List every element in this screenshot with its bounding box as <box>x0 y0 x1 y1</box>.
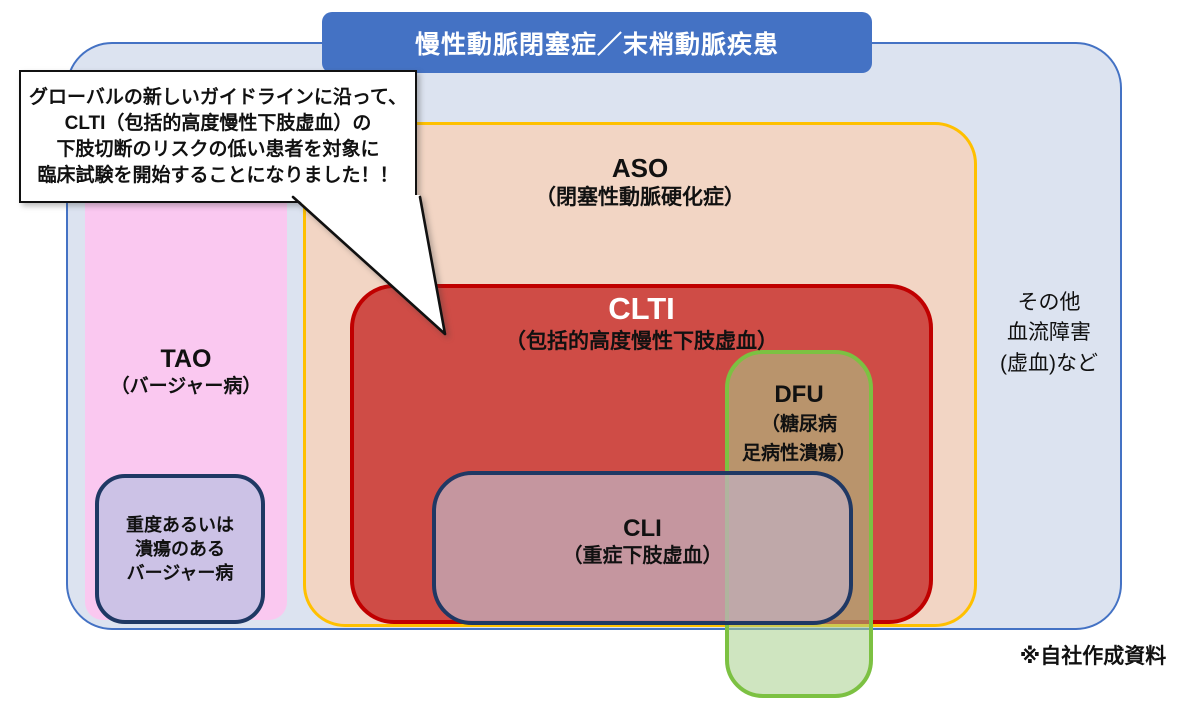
bubble-line2: CLTI（包括的高度慢性下肢虚血）の <box>64 112 372 134</box>
cli-label: CLI （重症下肢虚血） <box>432 514 853 569</box>
clti-name: CLTI <box>608 291 675 326</box>
speech-bubble-tail <box>291 195 447 336</box>
aso-subtitle: （閉塞性動脈硬化症） <box>535 185 745 209</box>
cli-name: CLI <box>623 515 662 542</box>
severe-buerger-line1: 重度あるいは <box>126 515 234 535</box>
other-line1: その他 <box>1017 291 1081 314</box>
tao-name: TAO <box>160 345 212 373</box>
dfu-label: DFU （糖尿病 足病性潰瘍） <box>720 380 878 469</box>
aso-label: ASO （閉塞性動脈硬化症） <box>400 152 880 211</box>
other-line2: 血流障害 <box>1007 321 1091 345</box>
severe-buerger-line2: 潰瘍のある <box>135 538 225 559</box>
severe-buerger-label: 重度あるいは 潰瘍のある バージャー病 <box>95 514 265 586</box>
dfu-subtitle-line1: （糖尿病 <box>760 414 837 435</box>
severe-buerger-line3: バージャー病 <box>126 562 234 583</box>
source-note: ※自社作成資料 <box>1019 645 1167 668</box>
dfu-subtitle-line2: 足病性潰瘍） <box>741 443 856 465</box>
title-banner: 慢性動脈閉塞症／末梢動脈疾患 <box>322 12 872 73</box>
clti-label: CLTI （包括的高度慢性下肢虚血） <box>350 290 933 355</box>
bubble-line4: 臨床試験を開始することになりました！！ <box>37 164 399 186</box>
other-blood-flow-disorders-label: その他 血流障害 (虚血)など <box>980 288 1118 379</box>
tao-label: TAO （バージャー病） <box>85 344 287 399</box>
cli-subtitle: （重症下肢虚血） <box>562 545 723 567</box>
tao-subtitle: （バージャー病） <box>110 376 262 398</box>
severe-buerger-region <box>95 474 265 624</box>
bubble-line1: グローバルの新しいガイドラインに沿って、 <box>29 86 407 108</box>
dfu-name: DFU <box>774 381 824 408</box>
bubble-line3: 下肢切断のリスクの低い患者を対象に <box>56 138 380 160</box>
aso-name: ASO <box>611 153 669 183</box>
speech-bubble: グローバルの新しいガイドラインに沿って、 CLTI（包括的高度慢性下肢虚血）の … <box>19 70 417 203</box>
cli-region <box>432 471 853 625</box>
other-line3: (虚血)など <box>1000 351 1098 375</box>
clti-subtitle: （包括的高度慢性下肢虚血） <box>505 329 778 353</box>
